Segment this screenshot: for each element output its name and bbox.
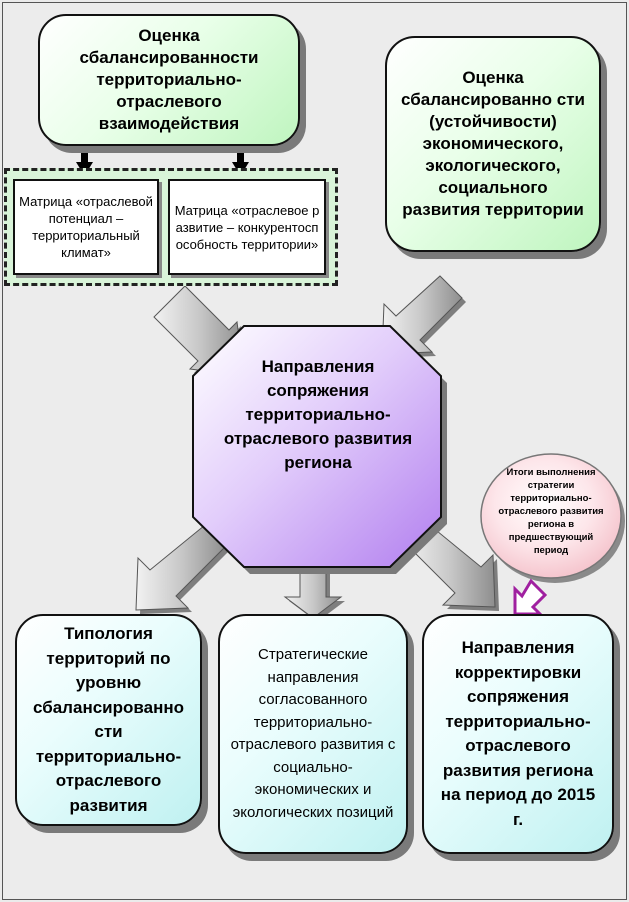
bottom-right-box-text: Направления корректировки сопряжения тер… [440, 638, 596, 829]
bottom-right-box: Направления корректировки сопряжения тер… [422, 614, 614, 854]
small-arrow-down-left [513, 578, 548, 616]
matrix-left: Матрица «отраслевой потенциал – территор… [13, 179, 159, 275]
matrix-right-text: Матрица «отраслевое развитие – конкурент… [174, 202, 320, 252]
top-left-box: Оценка сбалансированности территориально… [38, 14, 300, 146]
arrow-center-to-left-box [135, 524, 230, 614]
center-octagon: Направления сопряжения территориально-от… [222, 345, 414, 485]
center-octagon-text: Направления сопряжения территориально-от… [223, 357, 413, 472]
matrix-left-text: Матрица «отраслевой потенциал – территор… [19, 194, 153, 260]
top-right-box-text: Оценка сбалансированно сти (устойчивости… [401, 68, 585, 219]
results-circle-text: Итоги выполнения стратегии территориальн… [498, 466, 604, 556]
matrix-right: Матрица «отраслевое развитие – конкурент… [168, 179, 326, 275]
results-circle-shape [480, 453, 622, 579]
bottom-middle-box-text: Стратегические направления согласованног… [230, 646, 396, 821]
center-octagon-shape [192, 325, 442, 568]
bottom-middle-box: Стратегические направления согласованног… [218, 614, 408, 854]
bottom-left-box-text: Типология территорий по уровню сбалансир… [33, 624, 184, 815]
top-left-box-text: Оценка сбалансированности территориально… [79, 26, 259, 133]
results-circle: Итоги выполнения стратегии территориальн… [493, 450, 609, 572]
bottom-left-box: Типология территорий по уровню сбалансир… [15, 614, 202, 826]
top-right-box: Оценка сбалансированно сти (устойчивости… [385, 36, 601, 252]
